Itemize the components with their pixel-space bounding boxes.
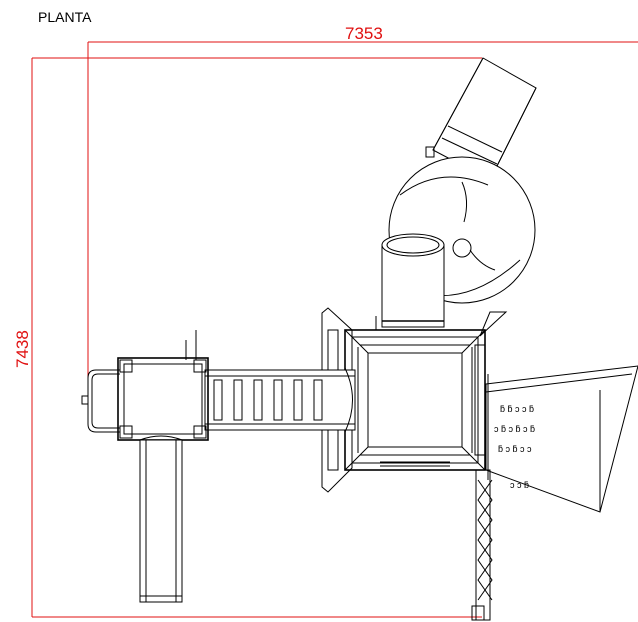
dimension-depth-label: 7438 <box>13 330 32 368</box>
small-tower <box>117 330 209 441</box>
svg-text:ɔ ƃ ɔ ƃ ɔ ƃ: ɔ ƃ ɔ ƃ ɔ ƃ <box>494 424 535 434</box>
svg-text:ɔ ɔ ƃ: ɔ ɔ ƃ <box>510 480 529 490</box>
bridge <box>204 367 356 433</box>
entry-handle <box>81 369 120 433</box>
svg-text:ƃ ɔ ƃ ɔ ɔ: ƃ ɔ ƃ ɔ ɔ <box>498 444 532 454</box>
drawing-title: PLANTA <box>38 9 92 25</box>
svg-text:ƃ ƃ ɔ ɔ ƃ: ƃ ƃ ɔ ɔ ƃ <box>500 404 534 414</box>
dimension-width: 7353 <box>87 24 638 378</box>
tube-slide <box>425 57 537 189</box>
tube-slide-entry <box>375 233 445 330</box>
climbing-wall: ƃ ƃ ɔ ɔ ƃ ɔ ƃ ɔ ƃ ɔ ƃ ƃ ɔ ƃ ɔ ɔ ɔ ɔ ƃ <box>485 365 638 513</box>
tower <box>321 307 508 493</box>
dimension-depth: 7438 <box>13 57 482 618</box>
dimension-width-label: 7353 <box>345 24 383 43</box>
net-panel <box>471 469 493 621</box>
straight-slide <box>139 435 183 603</box>
